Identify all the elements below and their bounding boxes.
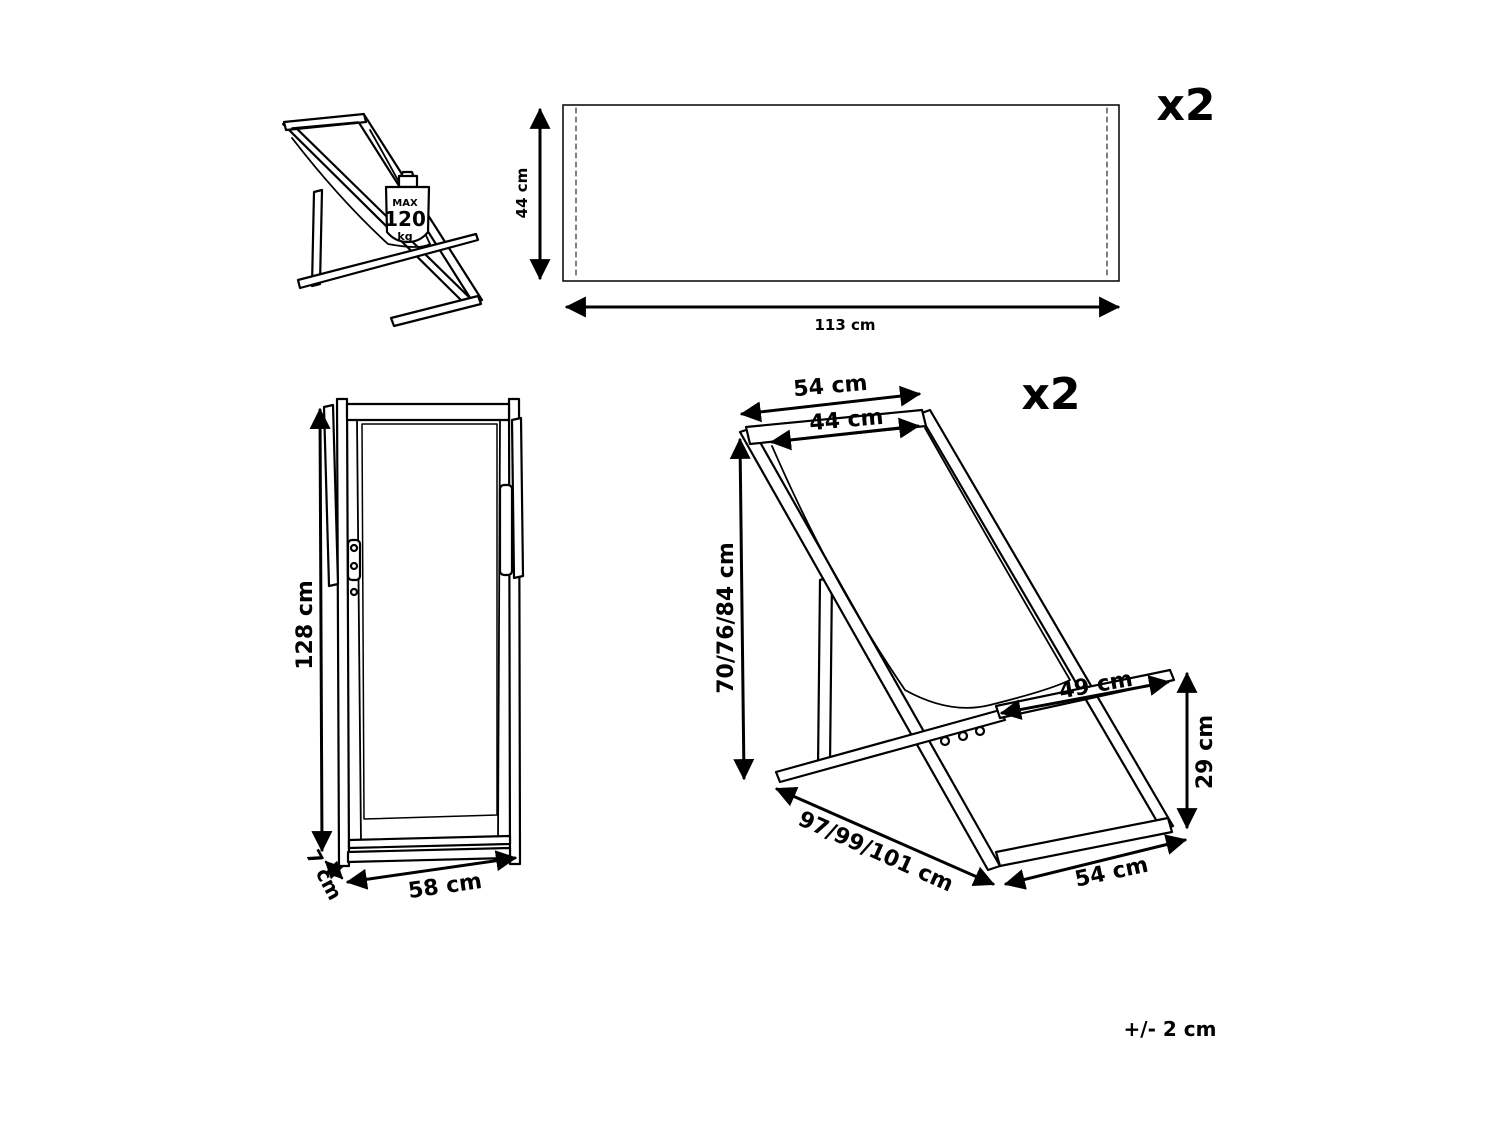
fabric-width-label: 113 cm xyxy=(814,316,875,334)
back-height-arrow xyxy=(729,437,755,781)
weight-icon: MAX 120 kg xyxy=(384,170,431,244)
base-width-arrow xyxy=(1003,834,1188,890)
weight-value: 120 xyxy=(384,207,426,231)
small-chair-illustration xyxy=(281,112,484,328)
seat-height-label: 29 cm xyxy=(1193,715,1218,789)
top-outer-width-arrow xyxy=(739,385,922,423)
open-chair-quantity: x2 xyxy=(1022,369,1081,420)
back-height-label: 70/76/84 cm xyxy=(714,542,739,694)
tolerance-note: +/- 2 cm xyxy=(1124,1017,1217,1041)
folded-height-label: 128 cm xyxy=(293,580,318,670)
top-outer-width-label: 54 cm xyxy=(792,371,868,402)
weight-max-label: MAX xyxy=(392,198,418,209)
folded-depth-arrow xyxy=(324,860,344,880)
depth-label: 97/99/101 cm xyxy=(794,807,957,898)
fabric-height-label: 44 cm xyxy=(513,168,531,219)
folded-height-arrow xyxy=(309,407,333,853)
armrest-length-arrow xyxy=(999,675,1171,720)
top-inner-width-arrow xyxy=(769,417,921,451)
weight-unit: kg xyxy=(397,230,412,243)
folded-width-label: 58 cm xyxy=(407,869,484,904)
folded-width-arrow xyxy=(345,850,518,890)
depth-arrow xyxy=(775,786,995,887)
fabric-quantity: x2 xyxy=(1157,80,1216,131)
folded-chair-illustration xyxy=(322,397,525,868)
fabric-panel xyxy=(562,104,1120,282)
